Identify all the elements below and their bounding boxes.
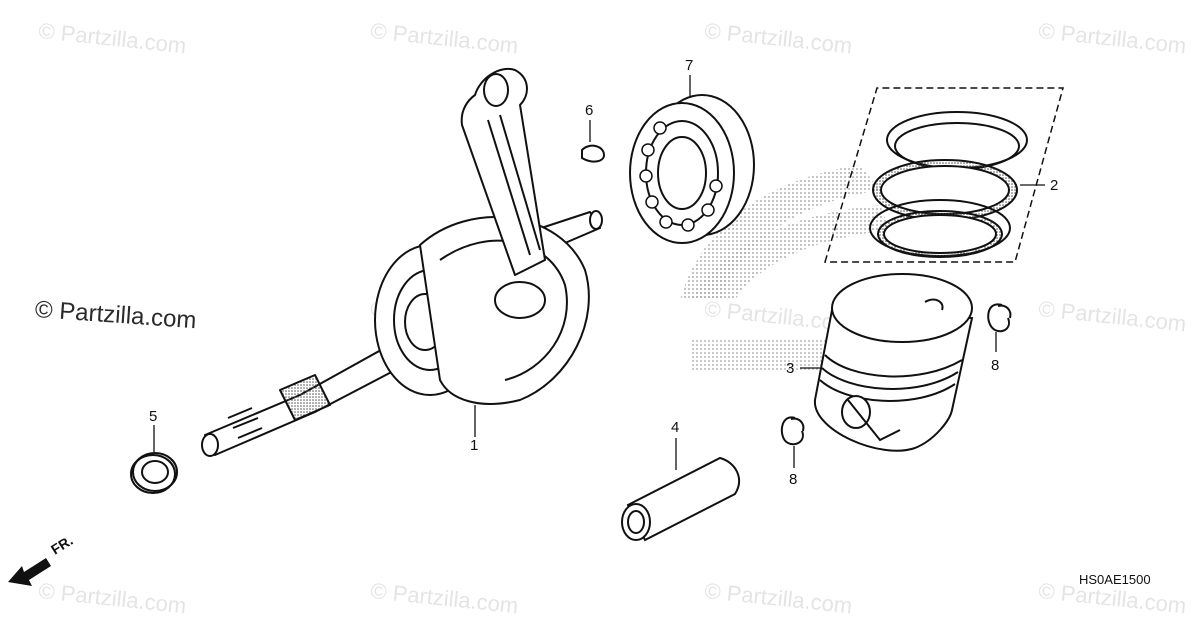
circlip-part: [780, 303, 1012, 446]
callout-4: 4: [671, 419, 680, 436]
diagram-drawing: [8, 67, 1064, 586]
callout-7: 7: [685, 57, 694, 74]
callout-2: 2: [1050, 177, 1059, 194]
callout-5: 5: [149, 408, 158, 425]
washer-part: [130, 452, 178, 494]
callout-1: 1: [470, 437, 479, 454]
callout-6: 6: [585, 102, 594, 119]
leader-lines: [153, 75, 1045, 470]
callout-8: 8: [789, 471, 798, 488]
callout-3: 3: [786, 360, 795, 377]
crankshaft-part: [201, 67, 603, 457]
diagram-code: HS0AE1500: [1079, 572, 1151, 587]
front-arrow-icon: [8, 558, 51, 586]
piston-ring-set: [823, 87, 1064, 263]
parts-diagram: © Partzilla.com © Partzilla.com © Partzi…: [8, 18, 1187, 618]
piston-part: [813, 273, 974, 452]
piston-pin-part: [621, 456, 740, 542]
bearing-part: [629, 94, 755, 244]
key-part: [581, 144, 606, 163]
callout-8: 8: [991, 357, 1000, 374]
